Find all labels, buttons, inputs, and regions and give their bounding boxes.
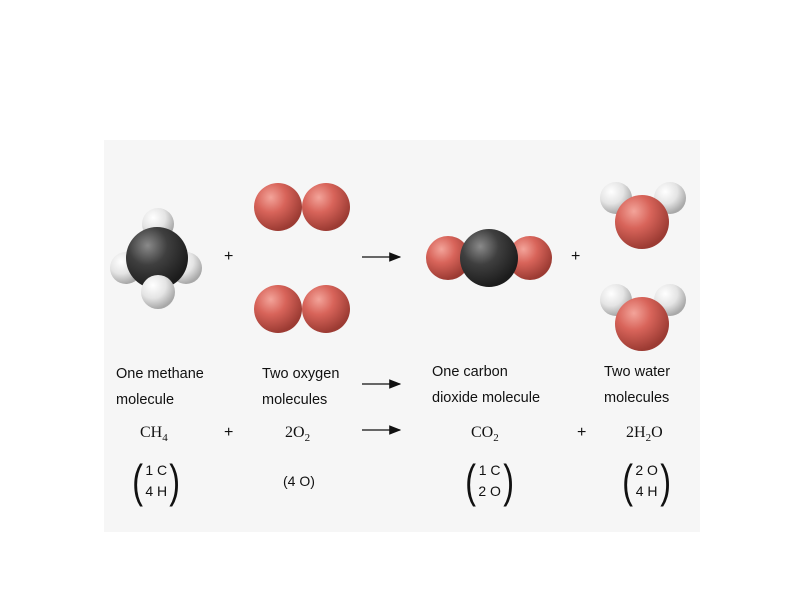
methane-label: One methane molecule bbox=[116, 361, 204, 413]
count-line: 1 C bbox=[478, 462, 501, 478]
count-line: 2 O bbox=[478, 483, 501, 499]
carbon-dioxide-atom-count: ( 1 C 2 O ) bbox=[465, 455, 514, 507]
label-line: molecules bbox=[604, 390, 670, 406]
plus-sign: + bbox=[224, 424, 234, 441]
plus-sign: + bbox=[577, 424, 587, 441]
oxygen-formula: 2O2 bbox=[285, 424, 311, 444]
water-label: Two water molecules bbox=[604, 359, 670, 411]
oxygen-molecule bbox=[254, 285, 350, 333]
count-line: 1 C bbox=[145, 462, 168, 478]
count-line: 4 H bbox=[145, 483, 168, 499]
label-line: dioxide molecule bbox=[432, 390, 541, 406]
carbon-dioxide-molecule bbox=[426, 229, 552, 287]
water-atom-count: ( 2 O 4 H ) bbox=[622, 455, 671, 507]
oxygen-molecule bbox=[254, 183, 350, 231]
water-molecule bbox=[600, 284, 686, 351]
oxygen-atom-count: (4 O) bbox=[283, 473, 315, 489]
count-line: 4 H bbox=[635, 483, 658, 499]
water-formula: 2H2O bbox=[626, 424, 663, 444]
methane-formula: CH4 bbox=[140, 424, 168, 444]
label-line: One carbon bbox=[432, 364, 508, 380]
carbon-dioxide-formula: CO2 bbox=[471, 424, 499, 444]
diagram-panel bbox=[104, 140, 700, 532]
label-line: One methane bbox=[116, 366, 204, 382]
methane-molecule bbox=[110, 208, 202, 309]
plus-sign: + bbox=[224, 248, 234, 265]
plus-sign: + bbox=[571, 248, 581, 265]
water-molecule bbox=[600, 182, 686, 249]
label-line: molecule bbox=[116, 392, 175, 408]
label-line: molecules bbox=[262, 392, 328, 408]
label-line: Two water bbox=[604, 364, 671, 380]
count-line: 2 O bbox=[635, 462, 658, 478]
oxygen-label: Two oxygen molecules bbox=[262, 361, 339, 413]
carbon-dioxide-label: One carbon dioxide molecule bbox=[432, 359, 540, 411]
methane-atom-count: ( 1 C 4 H ) bbox=[132, 455, 181, 507]
label-line: Two oxygen bbox=[262, 366, 340, 382]
